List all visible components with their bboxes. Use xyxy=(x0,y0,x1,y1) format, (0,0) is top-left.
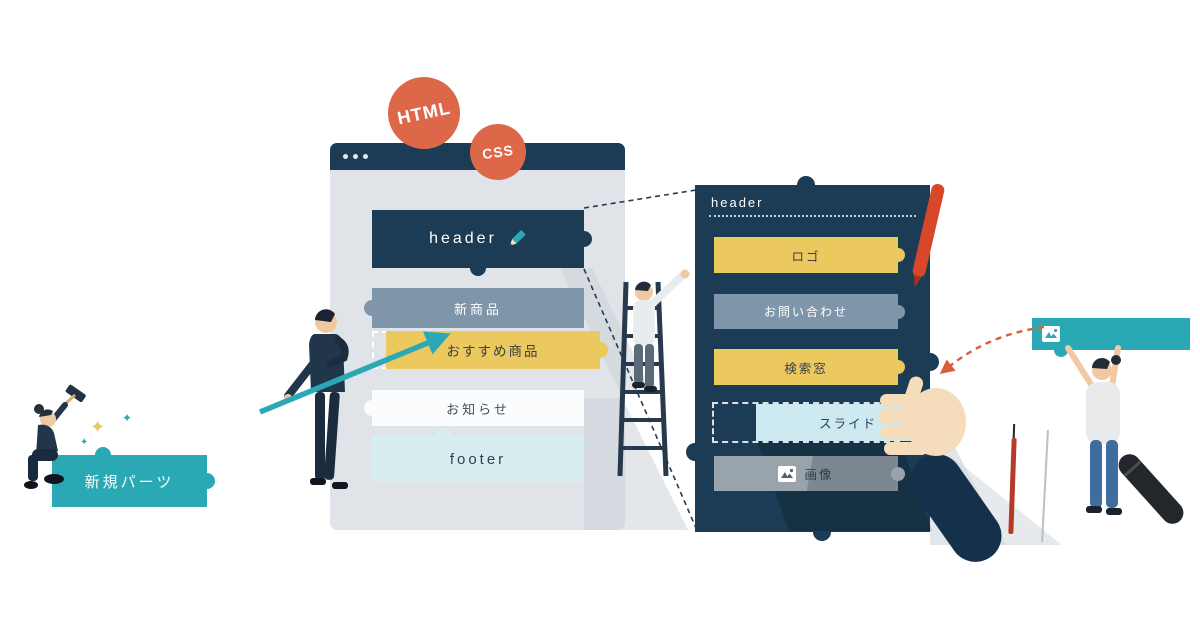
puzzle-nub xyxy=(364,300,380,316)
hammer-icon xyxy=(65,384,86,403)
piece-news: お知らせ xyxy=(364,390,584,426)
puzzle-nub xyxy=(891,304,905,319)
puzzle-nub xyxy=(813,523,831,541)
panel-piece-slide-label: スライド xyxy=(818,417,877,431)
piece-new-items: 新商品 xyxy=(364,288,584,328)
panel-piece-search: 検索窓 xyxy=(714,349,905,385)
window-dot-icon xyxy=(353,154,358,159)
puzzle-nub xyxy=(576,231,592,247)
black-marker-icon xyxy=(1114,449,1188,529)
panel-piece-logo-label: ロゴ xyxy=(791,249,821,264)
sparkle-icon: ✦ xyxy=(122,411,133,425)
image-icon xyxy=(778,465,797,482)
panel-title-underline xyxy=(709,215,916,217)
window-dot-icon xyxy=(363,154,368,159)
puzzle-nub xyxy=(364,400,380,416)
puzzle-nub xyxy=(891,360,905,374)
thin-pen-icon xyxy=(1008,437,1017,535)
ladder xyxy=(617,281,669,477)
puzzle-nub xyxy=(686,443,704,461)
piece-header-label: header xyxy=(429,230,497,247)
ruler-icon xyxy=(1041,430,1049,542)
panel-piece-image: 画像 xyxy=(714,456,905,491)
puzzle-nub xyxy=(435,428,452,444)
panel-piece-logo: ロゴ xyxy=(714,237,905,273)
css-badge-label: CSS xyxy=(481,141,515,163)
panel-title: header xyxy=(711,195,764,210)
piece-header: header xyxy=(372,210,592,276)
puzzle-nub xyxy=(891,248,905,262)
sparkle-icon: ✦ xyxy=(90,417,106,437)
shadow-shape xyxy=(930,430,1006,545)
puzzle-nub xyxy=(797,176,815,194)
puzzle-nub xyxy=(933,415,947,430)
panel-piece-slide: スライド xyxy=(756,404,947,441)
puzzle-nub xyxy=(199,473,215,489)
panel-piece-search-label: 検索窓 xyxy=(784,361,828,376)
orange-dashed-arrow xyxy=(939,325,1045,375)
piece-footer: footer xyxy=(372,428,584,482)
new-part-piece: 新規パーツ xyxy=(52,447,215,507)
piece-news-label: お知らせ xyxy=(446,401,510,417)
puzzle-nub xyxy=(95,447,112,463)
pencil-icon xyxy=(505,228,527,250)
puzzle-nub xyxy=(891,466,905,481)
piece-recommended: おすすめ商品 xyxy=(386,331,608,369)
new-part-label: 新規パーツ xyxy=(84,473,175,491)
lifted-part-bar xyxy=(1032,318,1190,357)
sparkle-icon: ✦ xyxy=(80,437,89,448)
puzzle-nub xyxy=(921,353,939,371)
panel-piece-contact-label: お問い合わせ xyxy=(763,305,848,319)
panel-piece-contact: お問い合わせ xyxy=(714,294,905,329)
image-icon xyxy=(1042,326,1060,342)
panel-piece-image-label: 画像 xyxy=(804,468,834,482)
puzzle-nub xyxy=(592,342,608,358)
piece-new-items-label: 新商品 xyxy=(453,301,502,317)
puzzle-nub xyxy=(470,260,486,276)
piece-footer-label: footer xyxy=(449,450,507,468)
piece-recommended-label: おすすめ商品 xyxy=(446,344,540,359)
html-badge-label: HTML xyxy=(395,97,453,128)
window-dot-icon xyxy=(343,154,348,159)
puzzle-nub xyxy=(1054,343,1068,357)
